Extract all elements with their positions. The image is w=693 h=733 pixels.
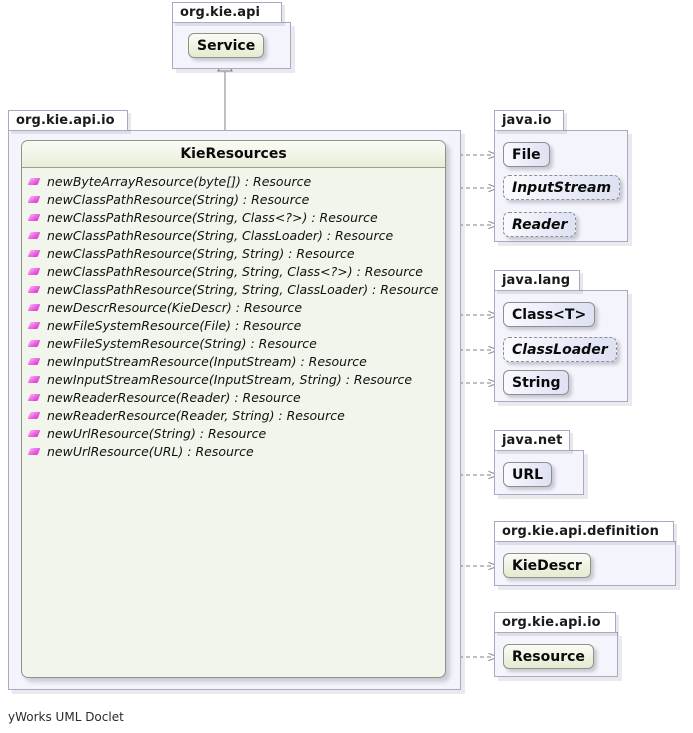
- public-method-icon: [28, 355, 41, 368]
- class-name: KieDescr: [512, 557, 582, 574]
- class-box-kieresources[interactable]: KieResources newByteArrayResource(byte[]…: [21, 140, 446, 678]
- package-tab-org-kie-api-io-main: org.kie.api.io: [8, 110, 128, 131]
- class-node-reader[interactable]: Reader: [503, 212, 577, 237]
- method-signature: newReaderResource(Reader, String) : Reso…: [47, 407, 345, 423]
- class-node-url[interactable]: URL: [503, 462, 553, 487]
- method-row[interactable]: newClassPathResource(String, ClassLoader…: [22, 226, 445, 244]
- class-name: File: [512, 146, 541, 163]
- public-method-icon: [28, 373, 41, 386]
- method-row[interactable]: newDescrResource(KieDescr) : Resource: [22, 298, 445, 316]
- package-org-kie-api: org.kie.api Service: [172, 2, 294, 72]
- method-row[interactable]: newFileSystemResource(File) : Resource: [22, 316, 445, 334]
- method-signature: newClassPathResource(String, String, Cla…: [47, 281, 439, 297]
- package-label: java.lang: [502, 273, 571, 288]
- class-members-kieresources: newByteArrayResource(byte[]) : Resource n…: [22, 168, 445, 460]
- method-signature: newClassPathResource(String, String, Cla…: [47, 263, 423, 279]
- method-signature: newFileSystemResource(File) : Resource: [47, 317, 302, 333]
- class-name: InputStream: [512, 179, 612, 196]
- class-name: Class<T>: [512, 306, 587, 323]
- public-method-icon: [28, 301, 41, 314]
- public-method-icon: [28, 427, 41, 440]
- method-row[interactable]: newInputStreamResource(InputStream) : Re…: [22, 352, 445, 370]
- package-java-net: java.net URL: [494, 430, 592, 498]
- package-label: java.net: [502, 433, 563, 448]
- public-method-icon: [28, 409, 41, 422]
- class-node-kiedescr[interactable]: KieDescr: [503, 553, 591, 578]
- method-row[interactable]: newClassPathResource(String, String, Cla…: [22, 280, 445, 298]
- method-row[interactable]: newUrlResource(String) : Resource: [22, 424, 445, 442]
- class-node-string[interactable]: String: [503, 370, 570, 395]
- class-name: KieResources: [180, 146, 287, 162]
- package-tab-org-kie-api: org.kie.api: [172, 2, 282, 23]
- method-row[interactable]: newUrlResource(URL) : Resource: [22, 442, 445, 460]
- class-name: URL: [512, 466, 544, 483]
- method-row[interactable]: newClassPathResource(String) : Resource: [22, 190, 445, 208]
- package-java-lang: java.lang Class<T> ClassLoader String: [494, 270, 634, 405]
- package-label: java.io: [502, 113, 552, 128]
- method-signature: newInputStreamResource(InputStream, Stri…: [47, 371, 413, 387]
- class-name: ClassLoader: [512, 341, 608, 358]
- class-name: Reader: [512, 216, 568, 233]
- method-row[interactable]: newClassPathResource(String, String, Cla…: [22, 262, 445, 280]
- class-name: Service: [197, 37, 256, 54]
- method-row[interactable]: newClassPathResource(String, Class<?>) :…: [22, 208, 445, 226]
- package-label: org.kie.api: [180, 5, 261, 20]
- method-signature: newInputStreamResource(InputStream) : Re…: [47, 353, 367, 369]
- public-method-icon: [28, 391, 41, 404]
- public-method-icon: [28, 319, 41, 332]
- method-signature: newClassPathResource(String, Class<?>) :…: [47, 209, 378, 225]
- package-tab-java-io: java.io: [494, 110, 564, 131]
- package-org-kie-api-io-right: org.kie.api.io Resource: [494, 612, 626, 680]
- method-signature: newClassPathResource(String, String) : R…: [47, 245, 355, 261]
- class-node-class-t[interactable]: Class<T>: [503, 302, 596, 327]
- package-tab-org-kie-api-io-right: org.kie.api.io: [494, 612, 616, 633]
- public-method-icon: [28, 247, 41, 260]
- package-tab-java-lang: java.lang: [494, 270, 580, 291]
- class-node-classloader[interactable]: ClassLoader: [503, 337, 617, 362]
- doclet-caption: yWorks UML Doclet: [8, 710, 124, 724]
- package-label: org.kie.api.definition: [502, 524, 659, 539]
- package-label: org.kie.api.io: [16, 113, 115, 128]
- public-method-icon: [28, 229, 41, 242]
- method-signature: newClassPathResource(String, ClassLoader…: [47, 227, 394, 243]
- method-signature: newUrlResource(URL) : Resource: [47, 443, 254, 459]
- public-method-icon: [28, 193, 41, 206]
- method-row[interactable]: newReaderResource(Reader) : Resource: [22, 388, 445, 406]
- public-method-icon: [28, 337, 41, 350]
- package-org-kie-api-io-main: org.kie.api.io KieResources newByteArray…: [8, 110, 468, 692]
- class-node-inputstream[interactable]: InputStream: [503, 175, 621, 200]
- method-signature: newByteArrayResource(byte[]) : Resource: [47, 173, 312, 189]
- package-org-kie-api-definition: org.kie.api.definition KieDescr: [494, 521, 682, 589]
- package-tab-org-kie-api-definition: org.kie.api.definition: [494, 521, 674, 542]
- public-method-icon: [28, 265, 41, 278]
- class-header-kieresources: KieResources: [22, 141, 445, 168]
- method-row[interactable]: newInputStreamResource(InputStream, Stri…: [22, 370, 445, 388]
- class-name: String: [512, 374, 561, 391]
- method-signature: newDescrResource(KieDescr) : Resource: [47, 299, 303, 315]
- method-row[interactable]: newReaderResource(Reader, String) : Reso…: [22, 406, 445, 424]
- method-row[interactable]: newClassPathResource(String, String) : R…: [22, 244, 445, 262]
- public-method-icon: [28, 175, 41, 188]
- class-name: Resource: [512, 648, 585, 665]
- package-tab-java-net: java.net: [494, 430, 570, 451]
- class-node-file[interactable]: File: [503, 142, 550, 167]
- public-method-icon: [28, 283, 41, 296]
- method-row[interactable]: newByteArrayResource(byte[]) : Resource: [22, 172, 445, 190]
- package-java-io: java.io File InputStream Reader: [494, 110, 634, 245]
- method-signature: newClassPathResource(String) : Resource: [47, 191, 310, 207]
- method-row[interactable]: newFileSystemResource(String) : Resource: [22, 334, 445, 352]
- public-method-icon: [28, 211, 41, 224]
- method-signature: newFileSystemResource(String) : Resource: [47, 335, 317, 351]
- method-signature: newUrlResource(String) : Resource: [47, 425, 267, 441]
- class-node-service[interactable]: Service: [188, 33, 265, 58]
- class-node-resource[interactable]: Resource: [503, 644, 594, 669]
- method-signature: newReaderResource(Reader) : Resource: [47, 389, 301, 405]
- package-label: org.kie.api.io: [502, 615, 601, 630]
- public-method-icon: [28, 445, 41, 458]
